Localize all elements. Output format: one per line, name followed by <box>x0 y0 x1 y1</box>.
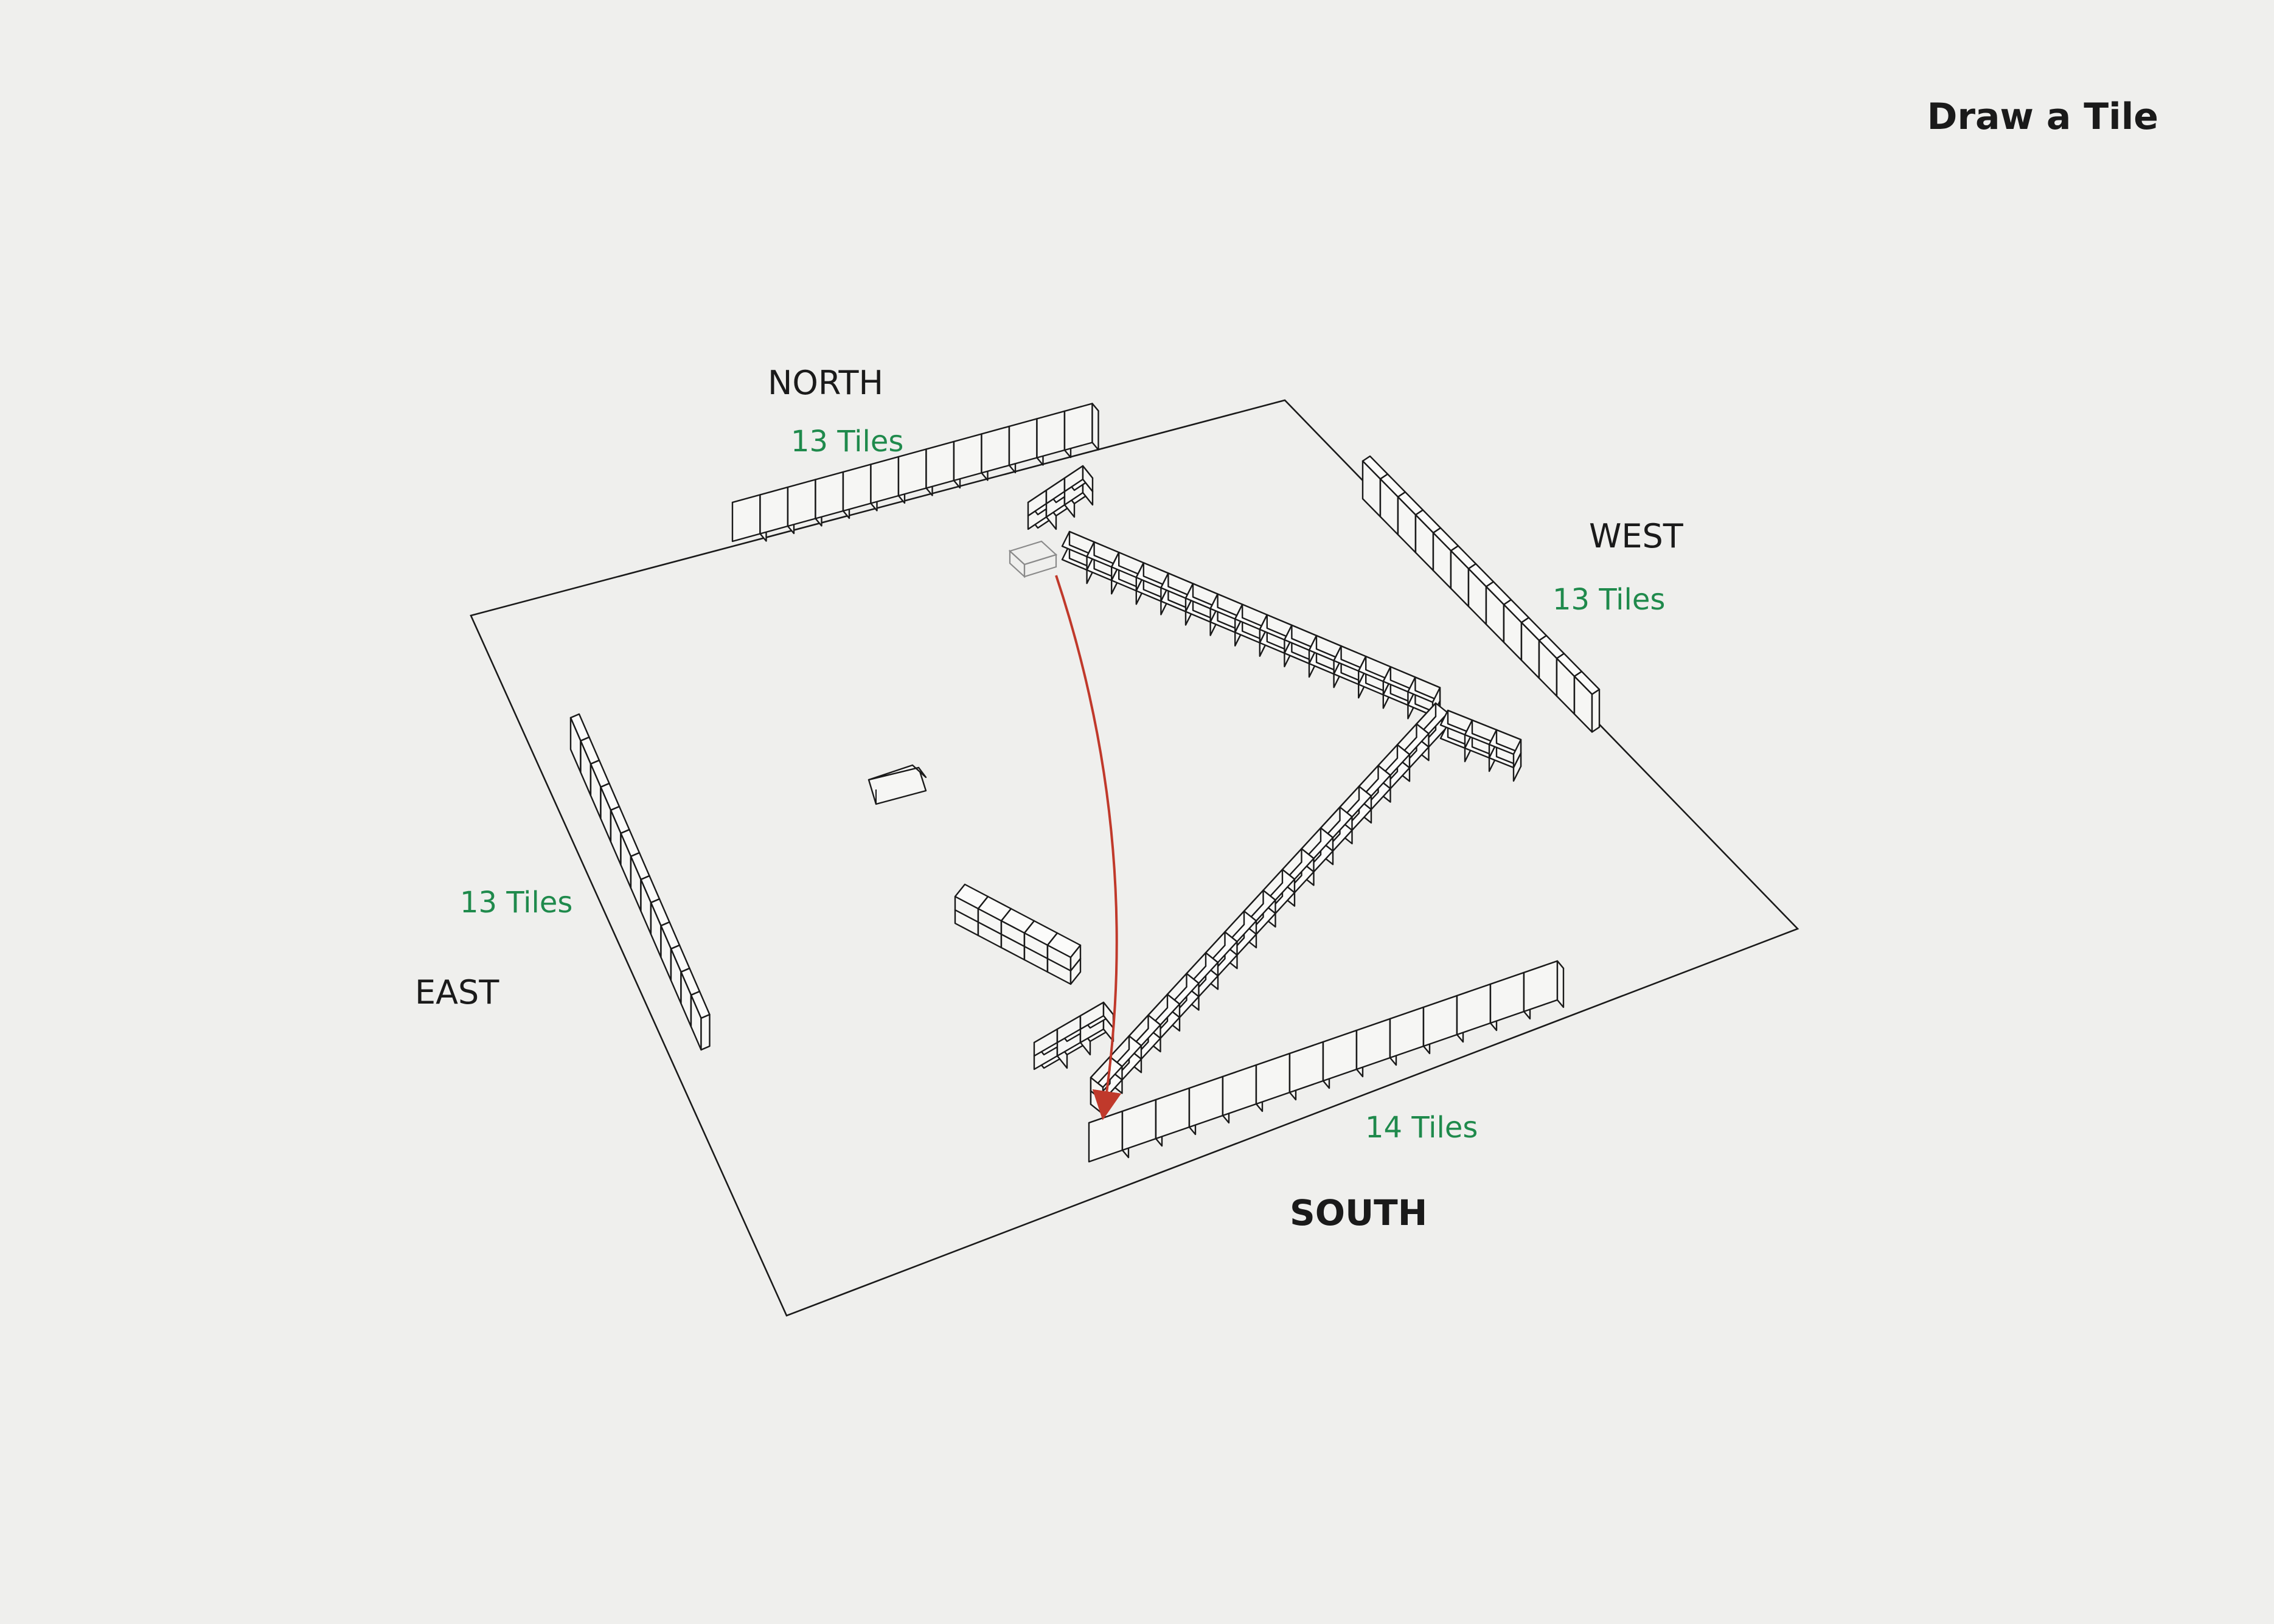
wall-tile <box>1079 1001 1114 1030</box>
north-hand-tiles <box>731 403 1099 543</box>
wall-tile <box>1063 465 1094 493</box>
south-tile-count: 14 Tiles <box>1365 1111 1478 1145</box>
table-outline <box>470 399 1799 1317</box>
west-seat-label: WEST <box>1589 517 1684 555</box>
west-tile-count: 13 Tiles <box>1553 583 1665 617</box>
west-hand-tiles <box>1361 455 1601 733</box>
north-hand-tile <box>1063 403 1099 451</box>
drawn-tile-origin <box>1008 540 1058 578</box>
south-hand-tile <box>1523 960 1565 1013</box>
south-hand-tile <box>1322 1029 1364 1082</box>
south-hand-tiles <box>1088 960 1565 1163</box>
east-tile-count: 13 Tiles <box>460 886 572 920</box>
south-seat-label: SOUTH <box>1290 1192 1427 1234</box>
north-tile-count: 13 Tiles <box>791 425 903 459</box>
north-seat-label: NORTH <box>768 364 883 402</box>
west-hand-tile <box>1573 670 1601 733</box>
tile-wall <box>954 465 1522 1115</box>
draw-arrow <box>1055 575 1122 1120</box>
wall-tile <box>1046 932 1082 972</box>
wall-tile <box>1488 729 1522 769</box>
east-seat-label: EAST <box>415 973 499 1012</box>
east-hand-tiles <box>569 713 711 1051</box>
east-hand-tile <box>690 990 711 1051</box>
dice-tile <box>868 764 927 805</box>
diagram-title: Draw a Tile <box>1927 95 2158 138</box>
